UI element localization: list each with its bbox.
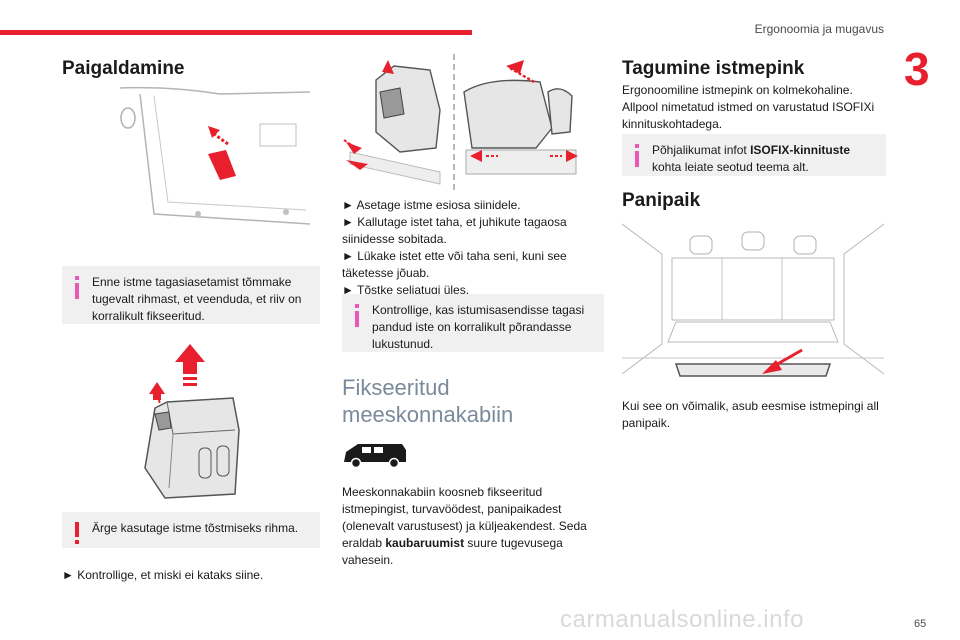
install-step-1: ► Asetage istme esiosa siinidele. — [342, 198, 521, 212]
paragraph-crew-cab-bold: kaubaruumist — [385, 536, 465, 550]
heading-fixed-crew-cab-line1: Fikseeritud — [342, 375, 450, 400]
heading-fixed-crew-cab-line2: meeskonnakabiin — [342, 402, 514, 427]
paragraph-crew-cab-text: Meeskonnakabiin koosneb fikseeritud istm… — [342, 485, 587, 550]
page-number: 65 — [914, 618, 927, 630]
info-note-text: Kontrollige, kas istumisasendisse tagasi… — [372, 303, 585, 351]
section-title: Ergonoomia ja mugavus — [754, 22, 884, 36]
van-icon — [344, 444, 406, 469]
illustration-seat-lift — [144, 344, 240, 499]
illustration-storage-under-bench — [622, 223, 884, 377]
info-note-col3: Põhjalikumat infot ISOFIX-kinnituste koh… — [622, 134, 886, 176]
illustration-seat-latch-strap — [119, 86, 311, 225]
paragraph-crew-cab: Meeskonnakabiin koosneb fikseeritud istm… — [342, 484, 604, 569]
info-note-text: Enne istme tagasiasetamist tõmmake tugev… — [92, 275, 302, 323]
paragraph-rear-bench: Ergonoomiline istmepink on kolmekohaline… — [622, 83, 875, 131]
install-step-4: ► Tõstke seljatugi üles. — [342, 283, 470, 297]
heading-paigaldamine: Paigaldamine — [62, 58, 185, 79]
warning-note-col1: Ärge kasutage istme tõstmiseks rihma. — [62, 512, 320, 548]
install-steps: ► Asetage istme esiosa siinidele. ► Kall… — [342, 197, 604, 299]
info-note-text-end: kohta leiate seotud teema alt. — [652, 160, 809, 174]
warning-note-text: Ärge kasutage istme tõstmiseks rihma. — [92, 521, 299, 535]
watermark: carmanualsonline.info — [560, 606, 804, 633]
bullet-check-rails: ► Kontrollige, et miski ei kataks siine. — [62, 568, 264, 582]
paragraph-crew-cab-text-end: suure tugevusega vahesein. — [342, 536, 563, 567]
install-step-3: ► Lükake istet ette või taha seni, kuni … — [342, 249, 567, 280]
heading-rear-bench: Tagumine istmepink — [622, 58, 805, 79]
info-note-text: Põhjalikumat infot — [652, 143, 751, 157]
info-note-col2: Kontrollige, kas istumisasendisse tagasi… — [342, 294, 604, 352]
header-red-bar — [0, 30, 472, 35]
chapter-number: 3 — [904, 43, 930, 95]
info-note-bold: ISOFIX-kinnituste — [750, 143, 851, 157]
heading-storage: Panipaik — [622, 190, 701, 211]
info-note-col1: Enne istme tagasiasetamist tõmmake tugev… — [62, 266, 320, 324]
heading-fixed-crew-cab: Fikseeritud meeskonnakabiin — [342, 374, 513, 428]
install-step-2: ► Kallutage istet taha, et juhikute taga… — [342, 215, 567, 246]
illustration-seat-install-steps — [343, 54, 578, 190]
paragraph-storage: Kui see on võimalik, asub eesmise istmep… — [622, 399, 879, 430]
